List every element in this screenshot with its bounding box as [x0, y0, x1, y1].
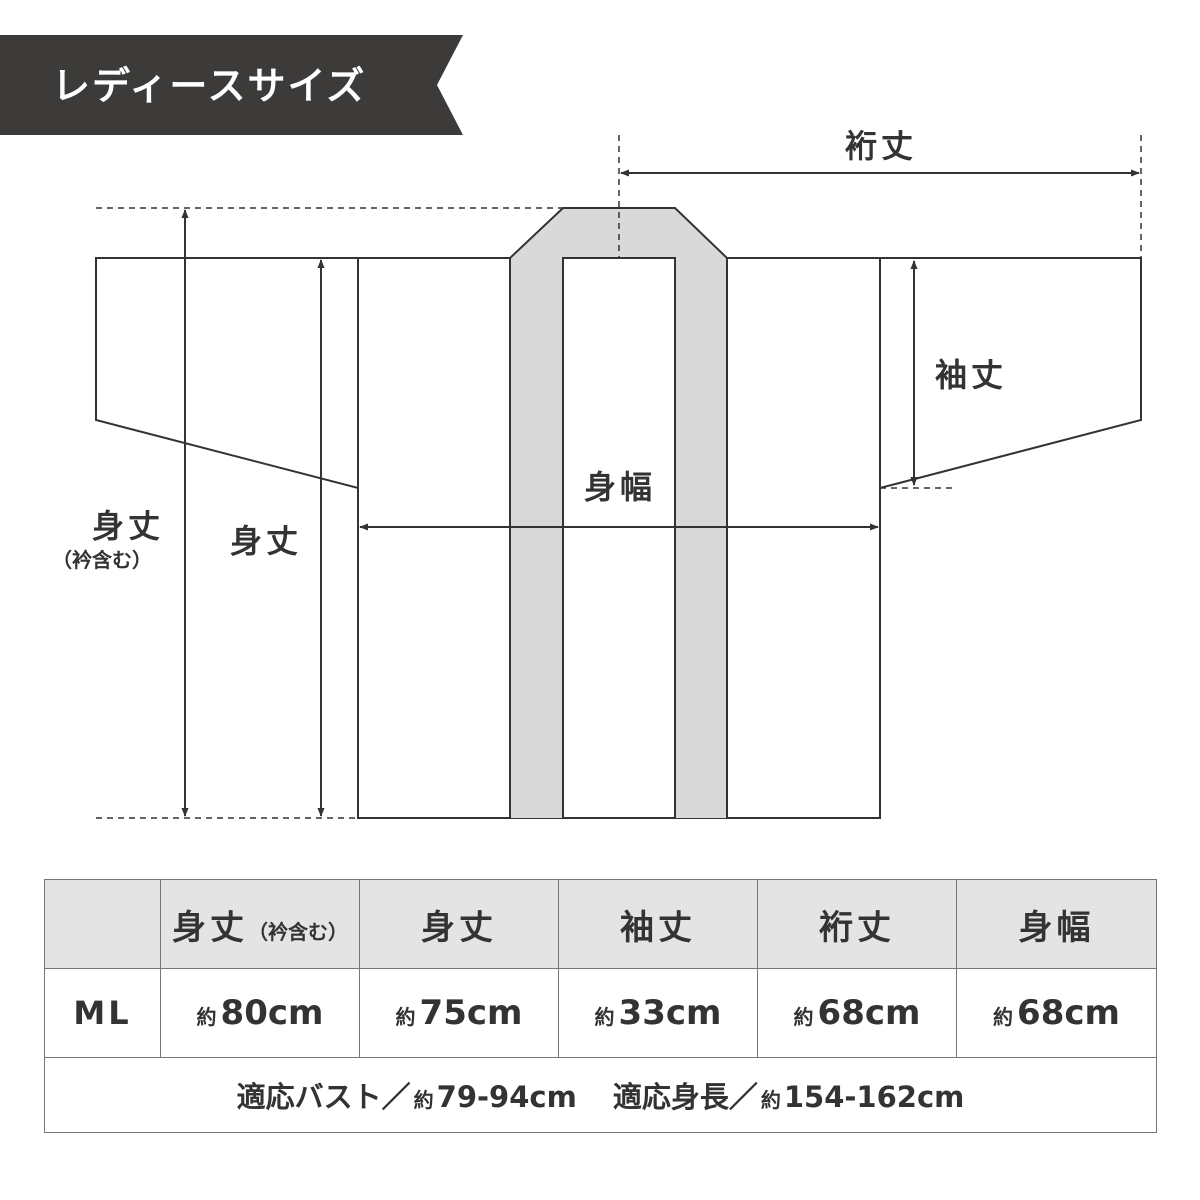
reference-lines: [96, 135, 1142, 819]
banner-shape: [0, 35, 463, 135]
garment-body: [357, 257, 881, 819]
bust-label: 適応バスト／: [236, 1080, 411, 1114]
label-yuki: 裄丈: [845, 127, 917, 165]
left-sleeve: [95, 257, 359, 490]
header-mitake: 身丈: [359, 879, 559, 969]
size-banner: レディースサイズ: [0, 35, 463, 135]
table-header-row: 身丈（衿含む） 身丈 袖丈 裄丈 身幅: [44, 879, 1157, 969]
header-yuki: 裄丈: [757, 879, 957, 969]
height-prefix: 約: [760, 1088, 781, 1112]
height-value: 154-162cm: [783, 1080, 965, 1114]
header-sodetake: 袖丈: [558, 879, 758, 969]
bust-value: 79-94cm: [436, 1080, 577, 1114]
size-cell: ML: [44, 968, 161, 1058]
header-blank: [44, 879, 161, 969]
bust-prefix: 約: [413, 1088, 434, 1112]
right-sleeve: [879, 257, 1142, 490]
header-mitake-eri: 身丈（衿含む）: [160, 879, 360, 969]
banner-title: レディースサイズ: [52, 64, 366, 108]
header-mihaba: 身幅: [956, 879, 1157, 969]
label-mitake-eri-sub: （衿含む）: [52, 548, 152, 572]
garment-diagram: レディースサイズ 裄丈 袖丈 身幅 身丈 身丈 （衿含む）: [0, 35, 1142, 819]
label-mitake: 身丈: [230, 522, 302, 560]
label-mitake-eri: 身丈: [92, 507, 164, 545]
label-mihaba: 身幅: [584, 468, 656, 506]
collar: [509, 207, 728, 818]
label-sodetake: 袖丈: [935, 356, 1007, 394]
dimension-arrows: [181, 169, 1140, 817]
height-label: 適応身長／: [612, 1080, 758, 1114]
